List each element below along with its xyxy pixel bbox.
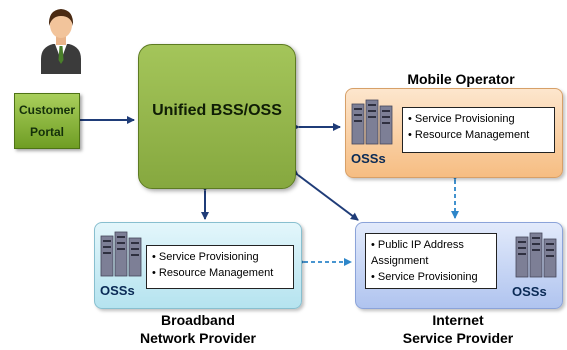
unified-bss-oss-box: Unified BSS/OSS <box>138 44 296 189</box>
mobile-operator-title: Mobile Operator <box>407 71 515 87</box>
server-rack-icon <box>100 231 142 277</box>
broadband-item-service-provisioning: • Service Provisioning <box>152 251 259 263</box>
mobile-function-list: • Service Provisioning • Resource Manage… <box>402 107 555 153</box>
internet-title-line1: Internet <box>432 312 484 328</box>
customer-person-icon <box>41 9 81 74</box>
internet-provider-title: Internet Service Provider <box>368 311 548 347</box>
customer-portal-label-line2: Portal <box>29 125 64 139</box>
broadband-title-line2: Network Provider <box>140 330 256 346</box>
broadband-function-list: • Service Provisioning • Resource Manage… <box>146 245 294 289</box>
internet-oss-label: OSSs <box>512 284 547 299</box>
customer-portal-label-line1: Customer <box>18 103 75 117</box>
mobile-item-resource-management: • Resource Management <box>408 129 530 141</box>
broadband-provider-box: OSSs • Service Provisioning • Resource M… <box>94 222 302 309</box>
internet-title-line2: Service Provider <box>402 330 514 346</box>
mobile-oss-label: OSSs <box>351 151 386 166</box>
server-rack-icon <box>351 99 393 145</box>
internet-provider-box: OSSs • Public IP Address Assignment • Se… <box>355 222 563 309</box>
broadband-provider-title: Broadband Network Provider <box>100 311 296 347</box>
broadband-item-resource-management: • Resource Management <box>152 267 274 279</box>
mobile-operator-box: OSSs • Service Provisioning • Resource M… <box>345 88 563 178</box>
internet-function-list: • Public IP Address Assignment • Service… <box>365 233 497 289</box>
broadband-title-line1: Broadband <box>161 312 235 328</box>
internet-item-public-ip: • Public IP Address <box>371 239 464 251</box>
unified-bss-oss-label: Unified BSS/OSS <box>152 102 282 119</box>
server-rack-icon <box>515 232 557 278</box>
internet-item-assignment: Assignment <box>371 255 429 267</box>
customer-portal-box: Customer Portal <box>14 93 80 149</box>
mobile-item-service-provisioning: • Service Provisioning <box>408 113 515 125</box>
arrow-unified-internet <box>290 167 359 221</box>
internet-item-service-provisioning: • Service Provisioning <box>371 271 478 283</box>
broadband-oss-label: OSSs <box>100 283 135 298</box>
